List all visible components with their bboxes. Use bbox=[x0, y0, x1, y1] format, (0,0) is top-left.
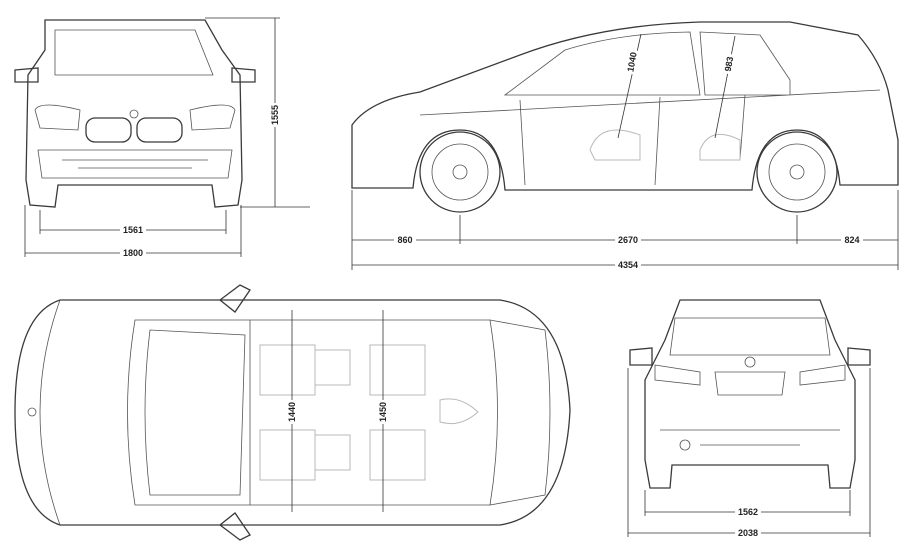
rear-track-dimension: 1562 bbox=[644, 490, 851, 517]
top-view: 1440 1450 bbox=[14, 284, 571, 541]
rear-shoulder-label: 1450 bbox=[378, 402, 388, 422]
front-track-dimension: 1561 bbox=[39, 210, 227, 235]
side-dimensions-row: 860 2670 824 4354 bbox=[351, 190, 899, 270]
rear-headroom-label: 983 bbox=[723, 56, 735, 73]
front-track-label: 1561 bbox=[123, 225, 143, 235]
front-shoulder-label: 1440 bbox=[287, 402, 297, 422]
front-width-label: 1800 bbox=[123, 248, 143, 258]
rear-overhang-label: 824 bbox=[844, 235, 859, 245]
front-height-label: 1555 bbox=[270, 105, 280, 125]
rear-width-label: 2038 bbox=[738, 528, 758, 538]
front-width-dimension: 1800 bbox=[24, 205, 242, 258]
front-shoulder-dimension: 1440 bbox=[286, 310, 297, 512]
wheelbase-label: 2670 bbox=[618, 235, 638, 245]
front-height-dimension: 1555 bbox=[205, 17, 310, 208]
rear-track-label: 1562 bbox=[738, 507, 758, 517]
rear-width-dimension: 2038 bbox=[627, 368, 871, 538]
length-label: 4354 bbox=[618, 260, 638, 270]
front-headroom-dimension: 1040 bbox=[617, 33, 642, 139]
side-view: 1040 983 860 2670 824 4354 bbox=[351, 21, 899, 270]
front-headroom-label: 1040 bbox=[625, 51, 638, 72]
front-overhang-label: 860 bbox=[397, 235, 412, 245]
rear-headroom-dimension: 983 bbox=[714, 35, 736, 139]
front-view: 1555 1561 1800 bbox=[14, 17, 310, 258]
rear-shoulder-dimension: 1450 bbox=[377, 310, 388, 512]
rear-view: 1562 2038 bbox=[627, 299, 871, 538]
